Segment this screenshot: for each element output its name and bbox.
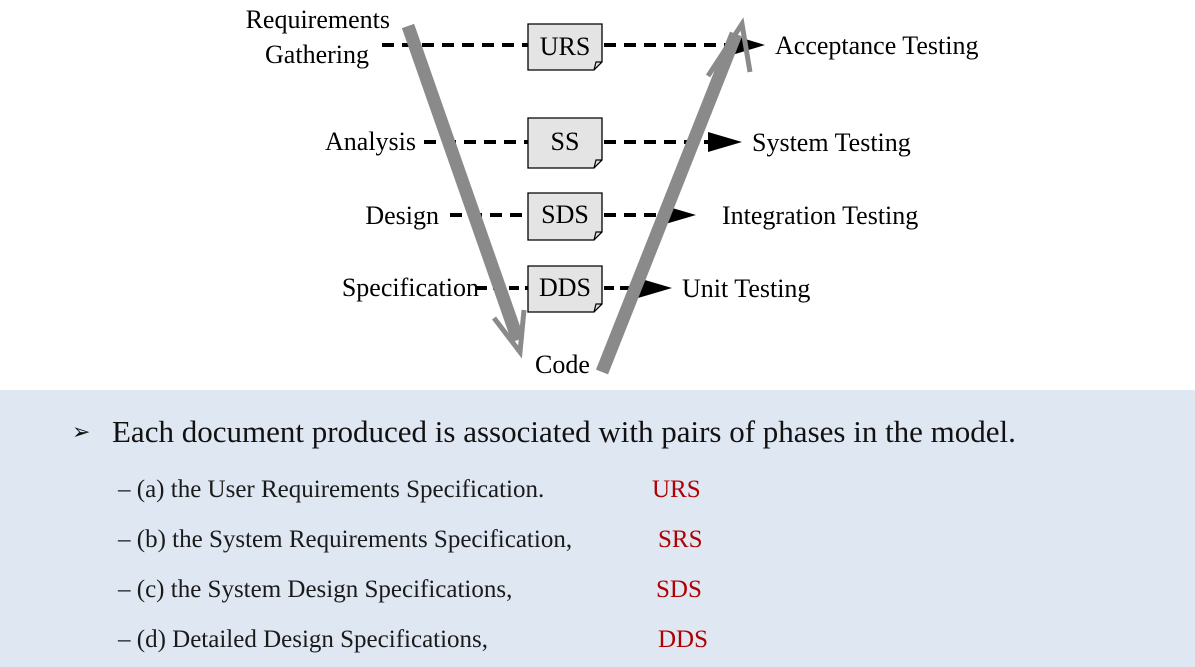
doc-label-sds: SDS [541, 200, 589, 229]
arrow-bullet-icon: ➢ [72, 420, 91, 445]
v-model-diagram: URS SS SDS DDS Requirements Gathering An… [246, 5, 979, 379]
phase-label-gathering: Gathering [265, 40, 369, 69]
phase-label-analysis: Analysis [325, 127, 416, 156]
test-label-integration: Integration Testing [722, 201, 918, 230]
doc-box-ss: SS [527, 117, 603, 169]
abbr-sds: SDS [656, 576, 702, 603]
list-item: – (d) Detailed Design Specifications, [118, 626, 489, 653]
v-arrow-down [401, 23, 527, 359]
phase-label-specification: Specification [342, 273, 479, 302]
abbr-urs: URS [652, 476, 701, 503]
phase-label-requirements: Requirements [246, 5, 390, 34]
notes-panel: ➢ Each document produced is associated wi… [0, 390, 1195, 667]
list-item: – (a) the User Requirements Specificatio… [118, 476, 545, 503]
list-item: – (c) the System Design Specifications, [118, 576, 513, 603]
doc-box-sds: SDS [527, 192, 603, 241]
test-label-unit: Unit Testing [682, 274, 810, 303]
v-arrow-up [595, 17, 753, 375]
phase-label-design: Design [365, 201, 439, 230]
doc-box-dds: DDS [527, 265, 603, 313]
abbr-dds: DDS [658, 626, 709, 653]
test-label-system: System Testing [752, 128, 911, 157]
doc-box-urs: URS [527, 23, 603, 71]
code-label: Code [535, 350, 590, 379]
doc-label-dds: DDS [539, 273, 591, 302]
doc-label-urs: URS [540, 32, 591, 61]
main-bullet: ➢ Each document produced is associated wi… [72, 414, 1016, 450]
test-label-acceptance: Acceptance Testing [775, 31, 978, 60]
abbr-srs: SRS [658, 526, 703, 553]
main-bullet-text: Each document produced is associated wit… [112, 414, 1016, 449]
arrowhead-dds [638, 278, 672, 298]
arrowhead-ss [708, 132, 742, 152]
doc-label-ss: SS [551, 127, 580, 156]
list-item: – (b) the System Requirements Specificat… [118, 526, 573, 553]
